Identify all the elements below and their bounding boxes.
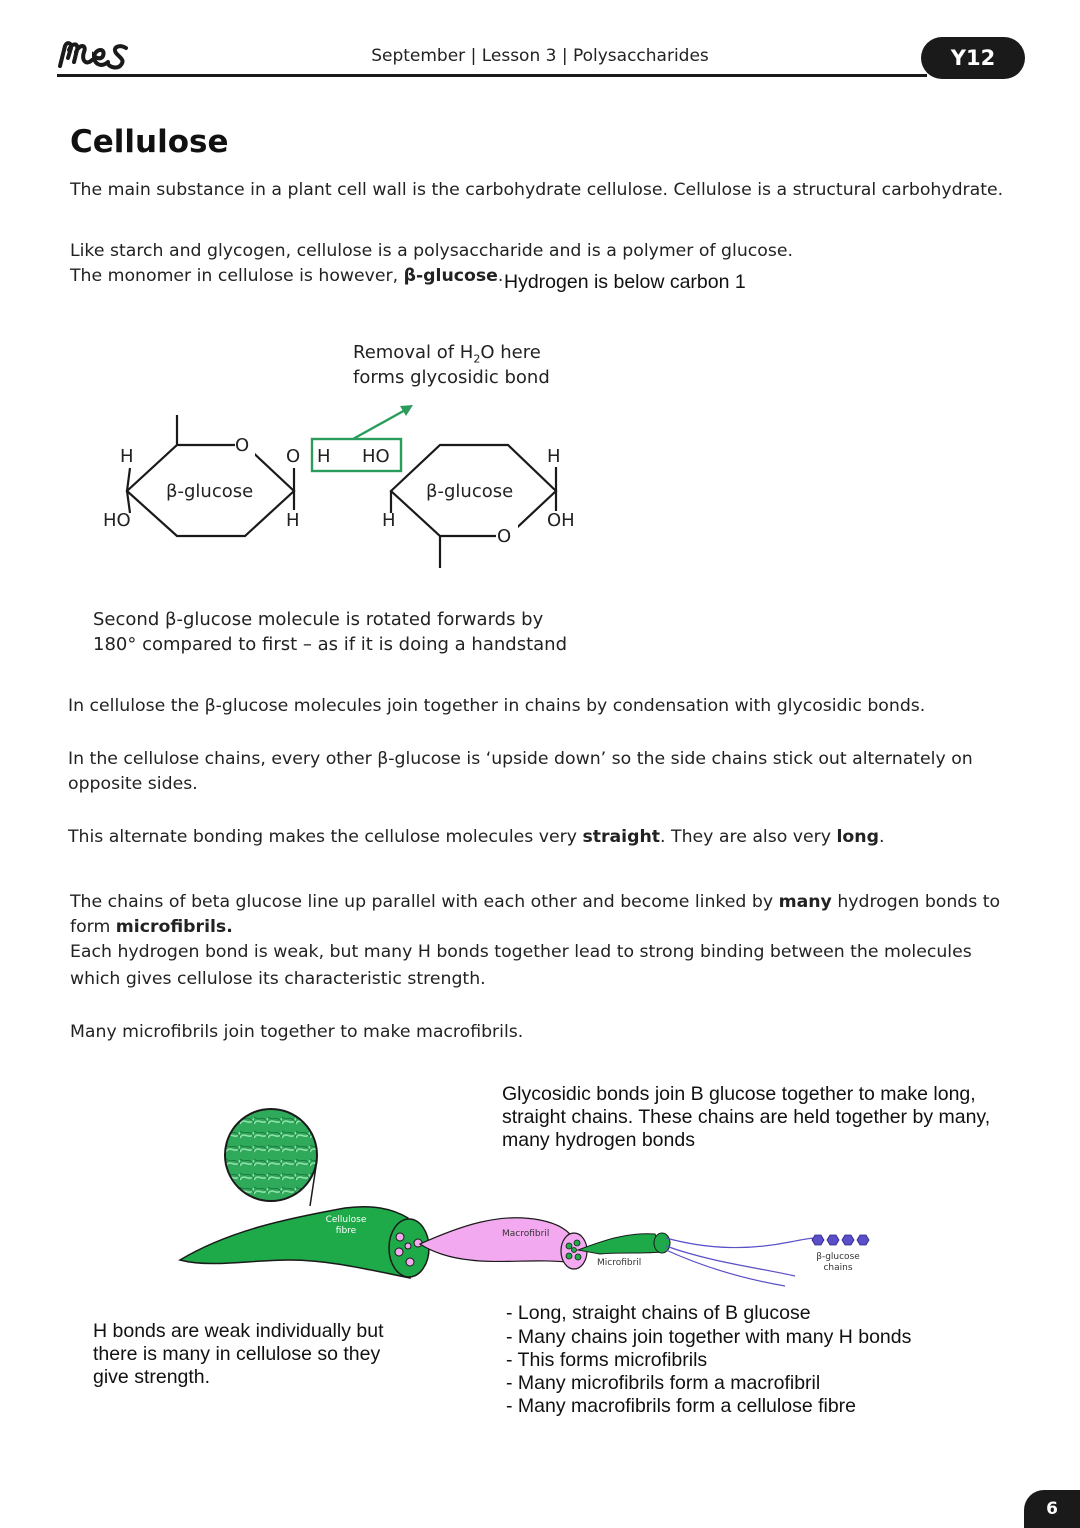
microfibril-label: Microfibril [597,1258,642,1268]
header-title: September | Lesson 3 | Polysaccharides [371,46,709,66]
paragraph-polysaccharide: Like starch and glycogen, cellulose is a… [70,241,793,261]
glycosidic-note-line1: Glycosidic bonds join B glucose together… [502,1083,976,1105]
summary-bullet: - Many macrofibrils form a cellulose fib… [506,1395,857,1417]
header-divider [57,74,927,77]
cellulose-fibre-diagram [178,1108,870,1287]
glucose-chains-label: β-glucose chains [808,1252,868,1274]
atom-oh-2: OH [547,510,575,531]
paragraph-microfibrils-1: The chains of beta glucose line up paral… [70,890,1000,915]
removal-label-line2: forms glycosidic bond [353,367,550,388]
glycosidic-note-line3: many hydrogen bonds [502,1129,695,1151]
section-title: Cellulose [70,124,229,160]
atom-h-4: H [382,510,396,531]
magnified-fibre-icon [224,1108,318,1202]
summary-bullet: - Many chains join together with many H … [506,1326,912,1348]
paragraph-strength-2: which gives cellulose its characteristic… [70,969,486,989]
glucose-chain-hexagons [811,1234,870,1246]
atom-o-ring-1: O [235,435,250,456]
rotation-caption-line2: 180° compared to first – as if it is doi… [93,634,568,655]
fibre-label-line2: fibre [335,1226,357,1236]
fibre-label-line1: Cellulose [325,1215,367,1225]
glucose-chains-label-line2: chains [823,1263,853,1273]
atom-o-ring-2: O [497,526,512,547]
atom-h-bond: H [317,446,331,467]
parallel-text: The chains of beta glucose line up paral… [70,892,779,912]
microfibrils-bold: microfibrils. [115,917,233,937]
long-text: . They are also very [660,827,837,847]
glucose-chain-lines [665,1237,816,1287]
paragraph-macrofibrils: Many microfibrils join together to make … [70,1022,524,1042]
macrofibril-shape [418,1217,575,1264]
paragraph-straight-long: This alternate bonding makes the cellulo… [68,825,884,850]
year-badge: Y12 [921,37,1025,79]
rotation-caption-line1: Second β-glucose molecule is rotated for… [93,609,544,630]
straight-bold: straight [582,827,661,847]
straight-text: This alternate bonding makes the cellulo… [68,827,583,847]
paragraph-upside-down-1: In the cellulose chains, every other β-g… [68,749,973,769]
hbond-note-line3: give strength. [93,1366,211,1388]
paragraph-cell-wall: The main substance in a plant cell wall … [70,180,1004,200]
removal-label-line1: Removal of H2O here [353,340,541,372]
summary-bullet: - Long, straight chains of B glucose [506,1302,811,1324]
paragraph-condensation: In cellulose the β-glucose molecules joi… [68,696,926,716]
hbond-note-line1: H bonds are weak individually but [93,1320,384,1342]
cellulose-fibre-shape [178,1205,411,1279]
monomer-text: The monomer in cellulose is however, [70,266,404,286]
paragraph-upside-down-2: opposite sides. [68,774,198,794]
glycosidic-note-line2: straight chains. These chains are held t… [502,1106,991,1128]
ring-2-label: β-glucose [426,481,514,502]
atom-ho-bond: HO [362,446,390,467]
removal-arrow [352,407,408,441]
page-number: 6 [1024,1490,1080,1528]
glucose-chains-label-line1: β-glucose [816,1252,860,1262]
atom-ho-1: HO [103,510,131,531]
paragraph-microfibrils-2: form microfibrils. [70,915,233,940]
form-text: form [70,917,116,937]
atom-h-2: H [547,446,561,467]
removal-text-end: O here [480,342,541,363]
hbond-text: hydrogen bonds to [831,892,1001,912]
hydrogen-note: Hydrogen is below carbon 1 [504,271,746,293]
removal-text: Removal of H [353,342,474,363]
atom-o-bond: O [286,446,301,467]
paragraph-strength-1: Each hydrogen bond is weak, but many H b… [70,942,972,962]
monomer-bold: β-glucose [403,266,498,286]
beta-glucose-diagram [125,405,558,568]
school-logo: mes [56,38,132,77]
paragraph-monomer: The monomer in cellulose is however, β-g… [70,264,503,289]
long-bold: long [836,827,879,847]
water-removal-box [310,437,403,473]
macrofibril-label: Macrofibril [502,1229,550,1239]
atom-h-3: H [286,510,300,531]
many-bold: many [778,892,832,912]
monomer-period: . [497,266,504,286]
ring-1-label: β-glucose [166,481,254,502]
summary-bullet: - Many microfibrils form a macrofibril [506,1372,821,1394]
summary-bullet: - This forms microfibrils [506,1349,708,1371]
hbond-note-line2: there is many in cellulose so they [93,1343,381,1365]
fibre-label: Cellulose fibre [322,1215,370,1237]
removal-subscript: 2 [473,352,481,366]
microfibril-shape [576,1233,663,1255]
long-period: . [878,827,885,847]
atom-h-1: H [120,446,134,467]
